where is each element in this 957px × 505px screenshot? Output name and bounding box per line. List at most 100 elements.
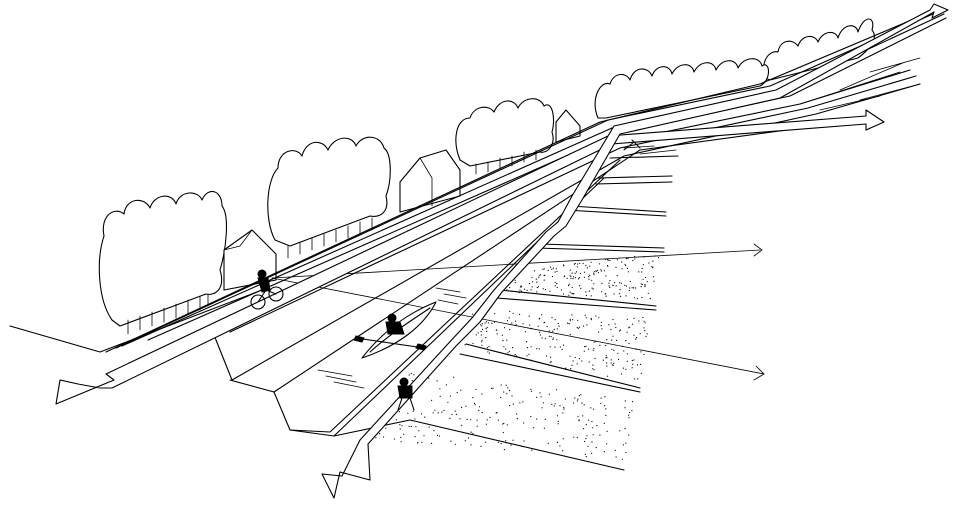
grass-dot [550,267,551,268]
grass-dot [531,346,532,347]
grass-dot [529,283,530,284]
grass-dot [538,326,539,327]
grass-dot [494,313,495,314]
grass-dot [575,277,576,278]
grass-dot [433,412,434,413]
grass-dot [628,271,629,272]
grass-dot [503,346,504,347]
grass-dot [539,318,540,319]
grass-dot [611,362,612,363]
grass-dot [504,449,505,450]
grass-dot [400,428,401,429]
grass-dot [465,440,466,441]
grass-dot [457,392,458,393]
grass-dot [516,413,517,414]
grass-dot [628,415,629,416]
grass-dot [587,446,588,447]
grass-dot [509,405,510,406]
grass-dot [605,357,606,358]
grass-dot [625,443,626,444]
grass-dot [536,282,537,283]
grass-dot [648,262,649,263]
grass-dot [491,323,492,324]
grass-dot [575,357,576,358]
grass-dot [536,348,537,349]
grass-dot [582,415,583,416]
grass-dot [482,412,483,413]
grass-dot [644,330,645,331]
grass-dot [604,270,605,271]
grass-dot [592,365,593,366]
grass-dot [572,287,573,288]
grass-dot [450,396,451,397]
grass-dot [621,373,622,374]
grass-dot [632,360,633,361]
grass-dot [456,414,457,415]
grass-dot [555,282,556,283]
grass-dot [585,291,586,292]
grass-dot [586,435,587,436]
grass-dot [601,270,602,271]
grass-dot [558,323,559,324]
grass-dot [551,336,552,337]
grass-dot [632,367,633,368]
grass-dot [527,347,528,348]
grass-dot [644,321,645,322]
grass-dot [588,420,589,421]
grass-dot [552,339,553,340]
grass-dot [486,424,487,425]
grass-dot [375,437,376,438]
grass-dot [472,397,473,398]
grass-dot [641,286,642,287]
grass-dot [549,336,550,337]
grass-dot [642,317,643,318]
grass-dot [553,337,554,338]
grass-dot [577,266,578,267]
grass-dot [539,348,540,349]
grass-dot [526,355,527,356]
grass-dot [411,373,412,374]
grass-dot [568,285,569,286]
grass-dot [595,315,596,316]
grass-dot [481,393,482,394]
grass-dot [553,268,554,269]
grass-dot [555,319,556,320]
grass-dot [482,340,483,341]
grass-dot [625,265,626,266]
grass-dot [489,417,490,418]
grass-dot [599,435,600,436]
grass-dot [609,280,610,281]
grass-dot [625,452,626,453]
grass-dot [605,275,606,276]
grass-dot [629,287,630,288]
grass-dot [569,323,570,324]
grass-dot [625,428,626,429]
grass-dot [585,454,586,455]
grass-dot [415,426,416,427]
grass-dot [591,421,592,422]
grass-dot [509,317,510,318]
grass-dot [593,409,594,410]
grass-dot [434,410,435,411]
grass-dot [570,275,571,276]
grass-dot [543,402,544,403]
grass-dot [588,349,589,350]
grass-dot [489,353,490,354]
grass-dot [446,384,447,385]
grass-dot [658,257,659,258]
grass-dot [447,402,448,403]
grass-dot [640,333,641,334]
grass-dot [620,289,621,290]
grass-dot [545,419,546,420]
grass-dot [443,410,444,411]
grass-dot [641,373,642,374]
grass-dot [601,291,602,292]
grass-dot [591,318,592,319]
grass-dot [523,440,524,441]
grass-dot [519,402,520,403]
grass-dot [579,395,580,396]
grass-dot [583,428,584,429]
grass-dot [589,291,590,292]
grass-dot [643,279,644,280]
grass-dot [625,295,626,296]
